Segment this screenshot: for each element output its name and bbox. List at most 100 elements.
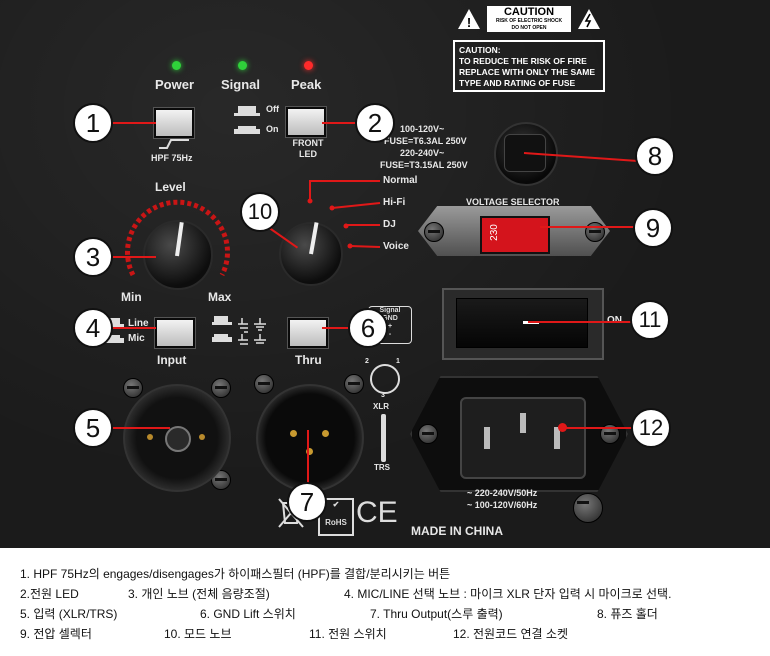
thru-output-jack[interactable] xyxy=(256,384,364,492)
made-in-label: MADE IN CHINA xyxy=(411,524,503,538)
caution-text-1: CAUTION: xyxy=(459,45,501,55)
line-label: Line xyxy=(128,318,149,329)
peak-led xyxy=(304,61,313,70)
callout-6: 6 xyxy=(348,308,388,348)
warning-triangle-icon: ! xyxy=(458,9,480,30)
amplifier-rear-panel: Power Signal Peak HPF 75Hz Off On FRONT … xyxy=(0,0,770,548)
thru-pin-right xyxy=(322,430,329,437)
callout-line-3 xyxy=(110,256,156,258)
hpf-button[interactable] xyxy=(154,108,194,138)
mode-voice-label: Voice xyxy=(383,241,409,252)
combo-pin-left xyxy=(147,434,153,440)
callout-line-1 xyxy=(110,122,156,124)
caution-title: CAUTION xyxy=(503,6,555,18)
callout-4: 4 xyxy=(73,308,113,348)
caption-item-9: 9. 전압 셀렉터 xyxy=(20,627,92,641)
caution-sub-1: RISK OF ELECTRIC SHOCK xyxy=(495,18,563,24)
trs-plug-icon xyxy=(381,414,386,462)
xlr-pin-3: 3 xyxy=(381,392,385,399)
switch-off-label: Off xyxy=(266,104,279,114)
caption-legend: 1. HPF 75Hz의 engages/disengages가 하이패스필터 … xyxy=(0,548,770,656)
power-led xyxy=(172,61,181,70)
caption-item-10: 10. 모드 노브 xyxy=(164,627,232,641)
mode-dj-label: DJ xyxy=(383,219,396,230)
peak-led-label: Peak xyxy=(291,77,322,92)
xlr-pinout-icon xyxy=(370,364,400,394)
callout-line-12 xyxy=(562,427,634,429)
callout-10: 10 xyxy=(240,192,280,232)
shock-triangle-icon xyxy=(578,9,600,29)
caption-item-2: 2.전원 LED xyxy=(20,587,79,601)
ce-mark: CE xyxy=(356,496,398,529)
hpf-label: HPF 75Hz xyxy=(151,153,193,163)
thru-screw-top-right xyxy=(344,374,364,394)
input-screw-top-right xyxy=(211,378,231,398)
callout-line-5 xyxy=(110,427,170,429)
callout-2: 2 xyxy=(355,103,395,143)
combo-jack-center xyxy=(165,426,191,452)
hpf-curve-icon xyxy=(159,139,189,149)
inlet-screw-right xyxy=(600,424,620,444)
power-rating-1-text: 220-240V/50Hz xyxy=(474,488,538,498)
rohs-text: RoHS xyxy=(325,518,347,527)
callout-5: 5 xyxy=(73,408,113,448)
input-screw-top-left xyxy=(123,378,143,398)
inlet-pin-right xyxy=(554,427,560,449)
mode-hifi-label: Hi-Fi xyxy=(383,197,406,208)
xlr-label: XLR xyxy=(373,402,389,411)
gnd-lift-button[interactable] xyxy=(288,318,328,348)
callout-line-4 xyxy=(110,327,156,329)
power-led-label: Power xyxy=(155,77,195,92)
svg-text:!: ! xyxy=(467,15,471,30)
gnd-lift-icon xyxy=(212,316,266,345)
rohs-check-icon: ✔ xyxy=(332,500,340,509)
callout-line-11 xyxy=(528,321,632,323)
xlr-pin-2: 2 xyxy=(365,358,369,365)
signal-gnd-plus: + xyxy=(387,323,393,330)
caution-text-box: CAUTION: TO REDUCE THE RISK OF FIRE REPL… xyxy=(453,40,605,92)
level-label: Level xyxy=(155,180,186,194)
front-led-label: FRONT LED xyxy=(292,138,324,159)
callout-7: 7 xyxy=(287,482,327,522)
line-mic-button[interactable] xyxy=(155,318,195,348)
caution-sub-2: DO NOT OPEN xyxy=(511,25,547,31)
callout-8: 8 xyxy=(635,136,675,176)
power-switch[interactable] xyxy=(456,298,588,348)
caption-item-5: 5. 입력 (XLR/TRS) xyxy=(20,607,118,621)
xlr-pin-1: 1 xyxy=(396,358,400,365)
switch-state-icon xyxy=(234,106,260,134)
callout-12: 12 xyxy=(631,408,671,448)
callout-line-7 xyxy=(307,430,309,486)
caution-text-2: TO REDUCE THE RISK OF FIRE xyxy=(459,56,587,66)
signal-gnd-gnd: GND xyxy=(382,315,398,322)
signal-gnd-minus: - xyxy=(388,331,392,338)
caption-item-6: 6. GND Lift 스위치 xyxy=(200,607,296,621)
voltage-selector-switch[interactable]: 230 xyxy=(480,216,550,254)
switch-on-label: On xyxy=(266,124,279,134)
power-rating-2: ~ 100-120V/60Hz xyxy=(467,500,538,510)
power-inlet-socket[interactable] xyxy=(460,397,586,479)
min-label: Min xyxy=(121,290,142,304)
input-label: Input xyxy=(157,353,187,367)
caption-item-4: 4. MIC/LINE 선택 노브 : 마이크 XLR 단자 입력 시 마이크로… xyxy=(344,587,672,601)
line-mic-icon xyxy=(104,318,124,343)
power-rating-1: ~ 220-240V/50Hz xyxy=(467,488,538,498)
caption-item-12: 12. 전원코드 연결 소켓 xyxy=(453,627,569,641)
fuse-spec-3: 220-240V~ xyxy=(400,148,445,158)
callout-line-2 xyxy=(322,122,358,124)
callout-line-6 xyxy=(322,327,352,329)
combo-input-jack[interactable] xyxy=(123,384,231,492)
caution-text-3: REPLACE WITH ONLY THE SAME xyxy=(459,67,596,77)
callout-11: 11 xyxy=(630,300,670,340)
caption-item-7: 7. Thru Output(스루 출력) xyxy=(370,607,503,621)
combo-pin-right xyxy=(199,434,205,440)
level-arc xyxy=(125,199,230,277)
mode-knob[interactable] xyxy=(279,222,343,286)
callout-line-9 xyxy=(540,226,636,228)
voltage-selector-label: VOLTAGE SELECTOR xyxy=(466,197,560,207)
front-led-button[interactable] xyxy=(286,107,326,137)
selector-screw-right xyxy=(585,222,605,242)
thru-label: Thru xyxy=(295,353,322,367)
on-label: ON xyxy=(607,315,622,326)
caution-triangle-box: ! CAUTION RISK OF ELECTRIC SHOCK DO NOT … xyxy=(453,6,605,34)
